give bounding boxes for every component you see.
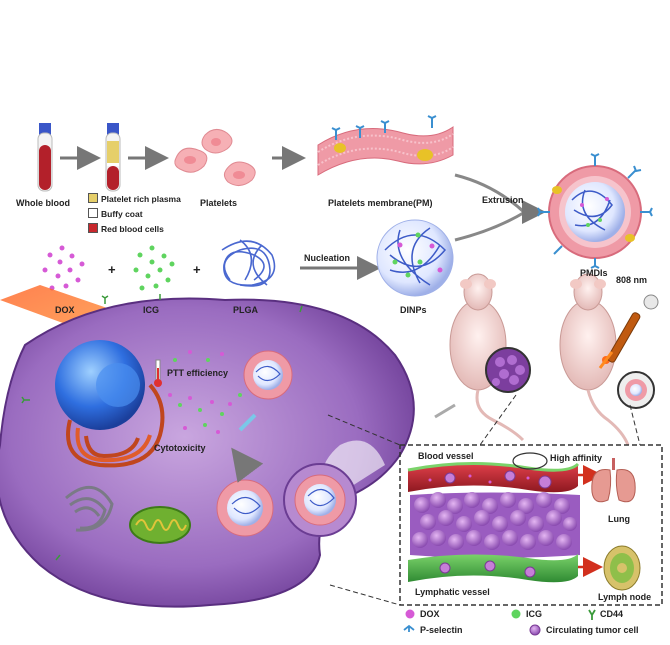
separated-tube xyxy=(105,123,121,192)
lung-icon xyxy=(591,458,636,503)
vessel-inset-frame xyxy=(399,444,663,606)
label-rbc: Red blood cells xyxy=(101,224,164,234)
uptake-arrow xyxy=(231,447,264,483)
zoom-line-mouse1 xyxy=(479,394,517,446)
label-prp: Platelet rich plasma xyxy=(101,194,181,204)
legend-icg-icon xyxy=(511,609,521,619)
platelet-membrane-sheet xyxy=(317,115,454,176)
label-whole-blood: Whole blood xyxy=(16,198,70,208)
swatch-rbc xyxy=(88,223,98,233)
zoom-line-bottom xyxy=(329,584,401,606)
zoom-line-top xyxy=(327,414,401,446)
legend-cd44-icon xyxy=(588,609,596,620)
label-lung: Lung xyxy=(608,514,630,524)
mitochondrion xyxy=(129,506,191,544)
pmdi-particle xyxy=(537,153,653,269)
label-buffy: Buffy coat xyxy=(101,209,143,219)
zoom-line-mouse2 xyxy=(629,404,641,446)
blood-vessel xyxy=(407,461,603,493)
thermometer-icon xyxy=(154,359,162,387)
label-plga: PLGA xyxy=(233,305,259,315)
label-dox: DOX xyxy=(55,305,75,315)
label-extrusion: Extrusion xyxy=(482,195,524,205)
label-ptt-efficiency: PTT efficiency xyxy=(167,368,229,378)
endoplasmic-reticulum xyxy=(66,383,165,468)
legend-dox-icon xyxy=(405,609,415,619)
laser-pointer xyxy=(598,294,659,369)
cell-surface-markers xyxy=(21,294,303,561)
swatch-prp xyxy=(88,193,98,203)
lymph-node-icon xyxy=(603,545,641,591)
platelets-illustration xyxy=(174,129,256,186)
label-cytotoxicity: Cytotoxicity xyxy=(154,443,206,453)
label-lymphatic-vessel: Lymphatic vessel xyxy=(415,587,490,597)
pmdi-in-cell-2 xyxy=(216,479,274,537)
legend-red-blood-cells: Red blood cells xyxy=(88,223,164,234)
nucleus xyxy=(55,340,145,430)
dox-dots xyxy=(42,245,85,291)
dinp-particle xyxy=(376,219,454,297)
lymphatic-vessel xyxy=(408,554,603,583)
legend-label-ctc: Circulating tumor cell xyxy=(546,625,639,635)
tumor-mass xyxy=(410,492,580,558)
label-pmdis: PMDIs xyxy=(580,268,608,278)
label-pm: Platelets membrane(PM) xyxy=(328,198,433,208)
tumor-cell xyxy=(0,297,415,608)
legend-pselectin-icon xyxy=(403,624,415,632)
pmdi-endocytosis xyxy=(283,463,357,537)
legend-buffy-coat: Buffy coat xyxy=(88,208,143,219)
release-arrow xyxy=(238,413,257,432)
label-blood-vessel: Blood vessel xyxy=(418,451,474,461)
high-affinity-callout xyxy=(512,452,548,470)
label-dinps: DINPs xyxy=(400,305,427,315)
legend-ctc-icon xyxy=(529,624,541,636)
whole-blood-tube xyxy=(37,123,53,192)
icg-dots xyxy=(133,245,175,291)
label-icg: ICG xyxy=(143,305,160,315)
label-high-affinity: High affinity xyxy=(550,453,602,463)
label-lymph-node: Lymph node xyxy=(598,592,652,602)
label-nucleation: Nucleation xyxy=(304,253,351,263)
extrusion-curve-top xyxy=(454,173,527,215)
legend-label-icg: ICG xyxy=(526,609,543,619)
legend-platelet-rich-plasma: Platelet rich plasma xyxy=(88,193,181,204)
pmdi-in-cell-1 xyxy=(243,350,293,400)
mouse-left xyxy=(434,273,531,442)
plus-1: + xyxy=(108,262,116,277)
golgi-apparatus xyxy=(65,486,114,532)
label-platelets: Platelets xyxy=(200,198,238,208)
plus-2: + xyxy=(193,262,201,277)
legend-label-pselectin: P-selectin xyxy=(420,625,463,635)
swatch-buffy xyxy=(88,208,98,218)
label-808nm: 808 nm xyxy=(616,275,648,285)
legend-label-cd44: CD44 xyxy=(600,609,624,619)
extrusion-curve-bottom xyxy=(454,210,526,242)
plga-tangle xyxy=(221,239,276,287)
legend-label-dox: DOX xyxy=(420,609,440,619)
released-drug-dots xyxy=(168,350,242,434)
